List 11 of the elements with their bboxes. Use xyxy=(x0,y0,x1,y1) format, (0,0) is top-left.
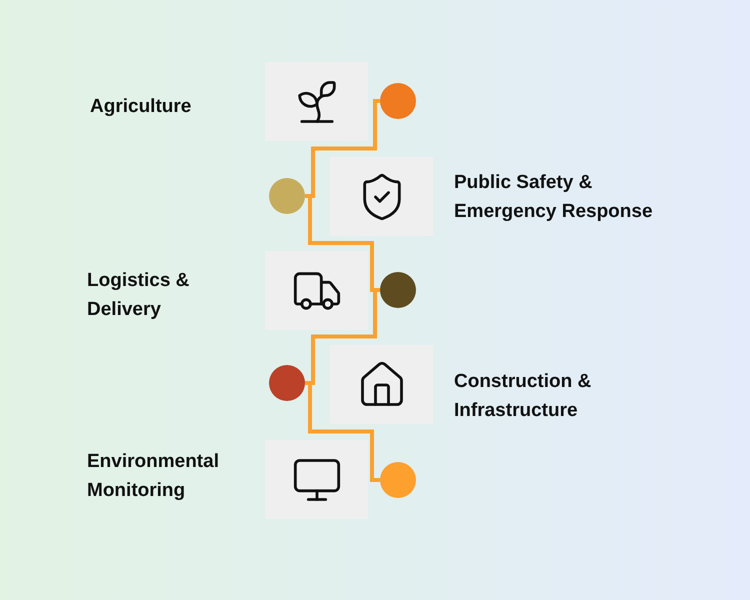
category-label: Environmental Monitoring xyxy=(87,450,220,503)
circle-marker xyxy=(269,365,305,401)
category-label: Logistics & Delivery xyxy=(87,269,190,322)
category-label: Agriculture xyxy=(90,95,192,119)
category-label: Public Safety & Emergency Response xyxy=(454,171,654,224)
category-label: Construction & Infrastructure xyxy=(454,370,592,423)
connector-line xyxy=(305,381,380,482)
circle-marker xyxy=(380,462,416,498)
circle-marker xyxy=(269,178,305,214)
circle-marker xyxy=(380,272,416,308)
circle-marker xyxy=(380,83,416,119)
